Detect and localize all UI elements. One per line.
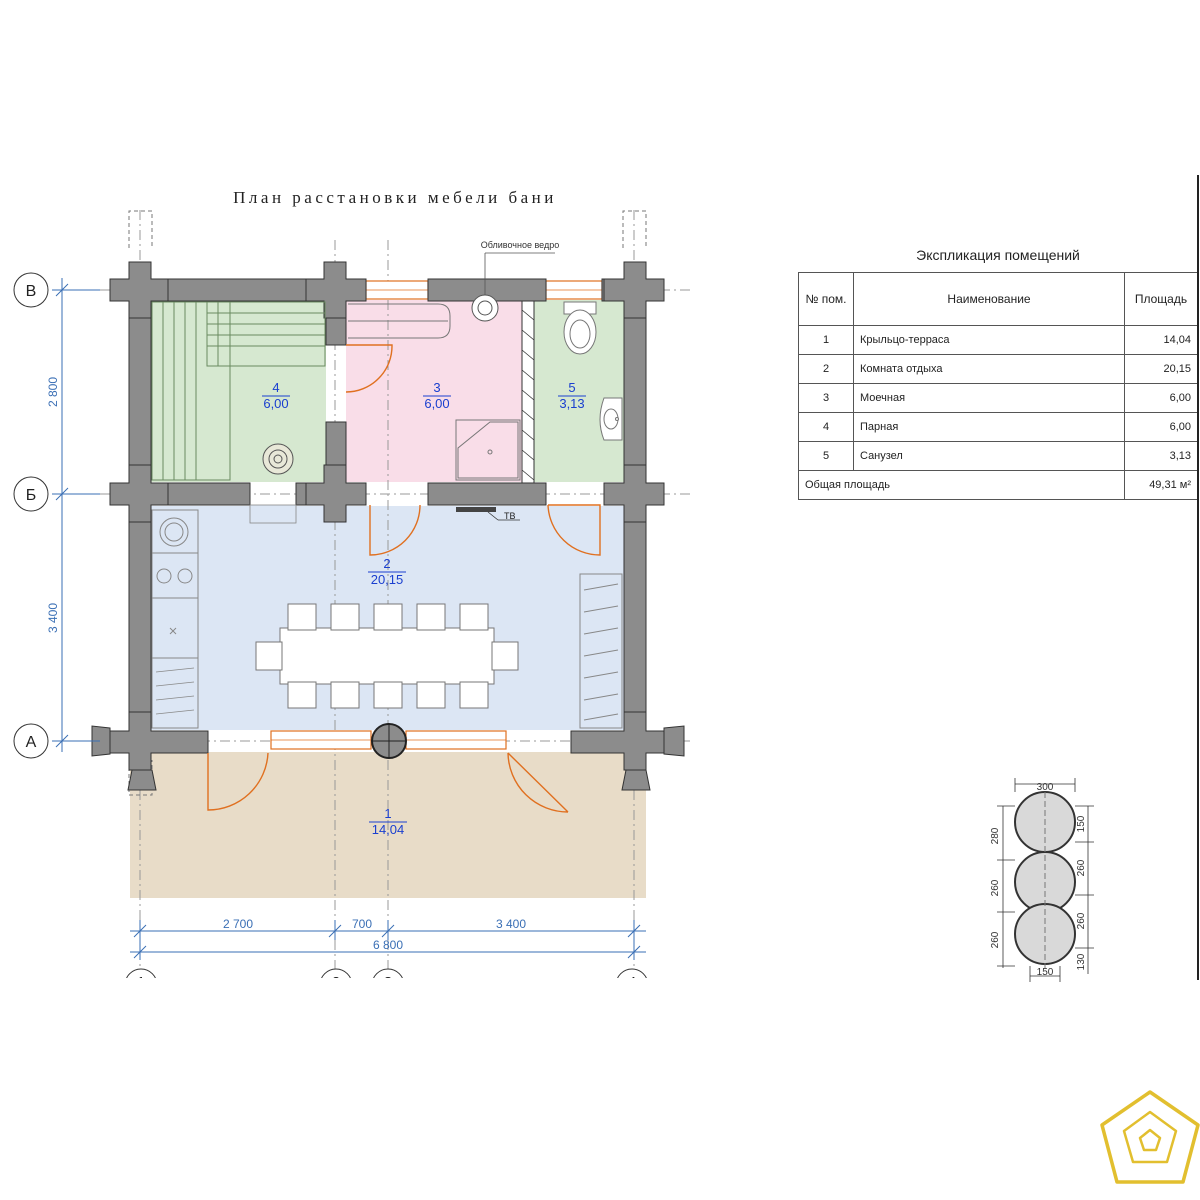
log-width-label: 300 bbox=[1037, 782, 1054, 793]
axis-v-bubble bbox=[13, 272, 49, 308]
row-area: 3,13 bbox=[1124, 441, 1198, 471]
log-section-detail: 300 280 260 260 150 260 260 130 150 bbox=[990, 778, 1094, 982]
log-left-3: 260 bbox=[990, 931, 1001, 948]
bottom-dim-labels: 2 700 700 3 400 6 800 bbox=[223, 917, 526, 952]
sauna-stove-icon bbox=[262, 443, 294, 475]
left-dimensions bbox=[52, 278, 100, 752]
row-name: Санузел bbox=[853, 441, 1125, 471]
explication-table: № пом. Наименование Площадь 1 Крыльцо-те… bbox=[798, 272, 1198, 500]
kitchen-counter bbox=[151, 509, 199, 729]
table-row: 1 Крыльцо-терраса 14,04 bbox=[798, 325, 1198, 355]
header-area: Площадь bbox=[1124, 272, 1198, 326]
toilet-icon bbox=[563, 301, 597, 355]
room-5-num: 5 bbox=[568, 380, 575, 395]
row-area: 14,04 bbox=[1124, 325, 1198, 355]
room-labels: 4 6,00 3 6,00 5 3,13 2 20,15 1 14,04 bbox=[262, 380, 586, 837]
bucket-label: Обливочное ведро bbox=[481, 240, 559, 250]
axis-b-label: Б bbox=[26, 487, 37, 504]
dim-left-2: 3 400 bbox=[46, 603, 60, 633]
axis-a-bubble bbox=[13, 723, 49, 759]
axis-top-dashes bbox=[128, 210, 647, 796]
row-area: 6,00 bbox=[1124, 383, 1198, 413]
dim-left-1: 2 800 bbox=[46, 377, 60, 407]
header-name: Наименование bbox=[853, 272, 1125, 326]
room-3-num: 3 bbox=[433, 380, 440, 395]
room-4-area: 6,00 bbox=[263, 396, 288, 411]
total-value: 49,31 м² bbox=[1124, 470, 1198, 500]
dim-bottom-1: 2 700 bbox=[223, 917, 253, 931]
bottom-dimensions bbox=[130, 920, 646, 960]
dim-bottom-total: 6 800 bbox=[373, 938, 403, 952]
total-label: Общая площадь bbox=[798, 470, 1125, 500]
logo-icon bbox=[1100, 1090, 1200, 1184]
row-area: 20,15 bbox=[1124, 354, 1198, 384]
table-total-row: Общая площадь 49,31 м² bbox=[798, 470, 1198, 500]
log-bottom-label: 150 bbox=[1037, 967, 1054, 978]
log-right-1: 150 bbox=[1076, 815, 1087, 832]
table-row: 5 Санузел 3,13 bbox=[798, 441, 1198, 471]
log-left-2: 260 bbox=[990, 879, 1001, 896]
log-left-1: 280 bbox=[990, 827, 1001, 844]
doors bbox=[207, 344, 601, 813]
dining-table bbox=[255, 603, 519, 709]
log-right-4: 130 bbox=[1076, 953, 1087, 970]
room-2-num: 2 bbox=[383, 556, 390, 571]
room-3-fill bbox=[346, 300, 522, 482]
row-num: 4 bbox=[798, 412, 854, 442]
room-4-num: 4 bbox=[272, 380, 279, 395]
dim-bottom-2: 700 bbox=[352, 917, 372, 931]
room-3-area: 6,00 bbox=[424, 396, 449, 411]
sauna-benches bbox=[151, 301, 326, 481]
window-inner-lines bbox=[271, 289, 602, 741]
row-name: Крыльцо-терраса bbox=[853, 325, 1125, 355]
table-row: 2 Комната отдыха 20,15 bbox=[798, 354, 1198, 384]
axis-a-label: А bbox=[26, 734, 37, 751]
tv-label: ТВ bbox=[504, 511, 516, 521]
row-axis-bubbles: В Б А bbox=[13, 272, 49, 759]
dim-bottom-3: 3 400 bbox=[496, 917, 526, 931]
room-4-fill bbox=[150, 300, 326, 482]
log-right-3: 260 bbox=[1076, 912, 1087, 929]
stove-base bbox=[249, 504, 297, 524]
row-area: 6,00 bbox=[1124, 412, 1198, 442]
windows bbox=[129, 280, 603, 750]
axis-v-label: В bbox=[26, 283, 37, 300]
row-num: 2 bbox=[798, 354, 854, 384]
table-row: 3 Моечная 6,00 bbox=[798, 383, 1198, 413]
row-num: 5 bbox=[798, 441, 854, 471]
explication-title: Экспликация помещений bbox=[916, 247, 1080, 263]
washroom-fixtures bbox=[348, 303, 521, 481]
room-2-area: 20,15 bbox=[371, 572, 404, 587]
log-corners bbox=[91, 261, 685, 791]
row-name: Парная bbox=[853, 412, 1125, 442]
room-5-area: 3,13 bbox=[559, 396, 584, 411]
porch-post bbox=[371, 723, 407, 759]
row-name: Комната отдыха bbox=[853, 354, 1125, 384]
room-1-num: 1 bbox=[384, 806, 391, 821]
table-header-row: № пом. Наименование Площадь bbox=[798, 272, 1198, 326]
axis-b-bubble bbox=[13, 476, 49, 512]
row-num: 3 bbox=[798, 383, 854, 413]
table-row: 4 Парная 6,00 bbox=[798, 412, 1198, 442]
log-right-2: 260 bbox=[1076, 859, 1087, 876]
sink-icon bbox=[599, 397, 623, 441]
room-1-area: 14,04 bbox=[372, 822, 405, 837]
tv-icon bbox=[456, 507, 520, 521]
header-num: № пом. bbox=[798, 272, 854, 326]
wardrobe bbox=[579, 573, 623, 729]
row-name: Моечная bbox=[853, 383, 1125, 413]
plan-title: План расстановки мебели бани bbox=[233, 188, 557, 207]
bucket-icon bbox=[471, 252, 555, 322]
kitchen-drawers bbox=[155, 667, 195, 715]
row-num: 1 bbox=[798, 325, 854, 355]
sheet-border bbox=[1197, 175, 1199, 980]
